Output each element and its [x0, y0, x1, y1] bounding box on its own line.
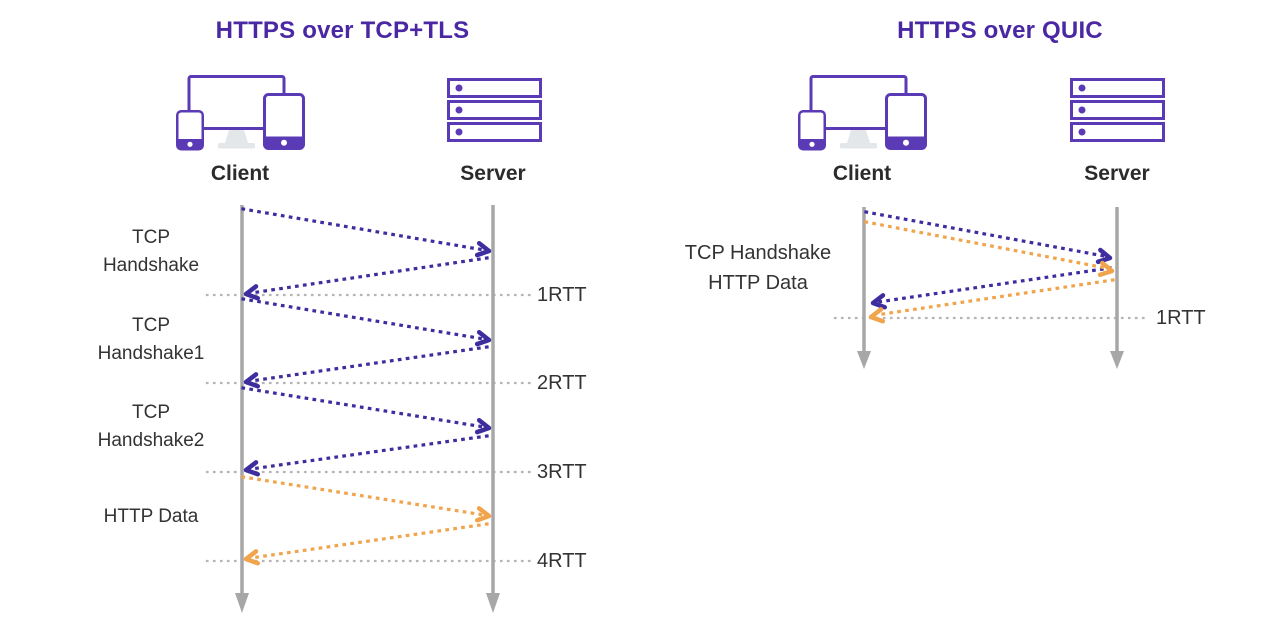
quic-data-arrowheads-right — [868, 260, 1115, 324]
server-icon-left — [447, 78, 542, 142]
quic-data-arrows-right — [864, 220, 1115, 317]
step-label-tcp-handshake: TCP Handshake — [102, 227, 200, 276]
rtt-label-1-right: 1RTT — [1156, 307, 1206, 329]
rtt-label-2-left: 2RTT — [537, 372, 587, 394]
diagram-title-left: HTTPS over TCP+TLS — [215, 17, 470, 44]
server-icon-right — [1070, 78, 1165, 142]
step-label-tcp-handshake1: TCP Handshake1 — [97, 315, 205, 364]
tcp-handshake-arrowheads-left — [243, 240, 492, 477]
server-label-left: Server — [460, 162, 526, 185]
client-label-right: Client — [832, 162, 892, 185]
step-label-quic: TCP Handshake HTTP Data — [684, 242, 832, 294]
rtt-label-4-left: 4RTT — [537, 550, 587, 572]
http-data-arrows-left — [241, 475, 489, 560]
client-label-left: Client — [210, 162, 270, 185]
step-label-tcp-handshake2: TCP Handshake2 — [97, 402, 205, 451]
quic-handshake-arrowheads-right — [870, 247, 1113, 310]
rtt-guide-lines — [205, 293, 1150, 563]
timeline-arrowheads — [235, 351, 1124, 613]
diagram-title-right: HTTPS over QUIC — [897, 17, 1103, 44]
client-icon-right — [797, 75, 927, 151]
http-data-arrowheads-left — [243, 506, 492, 566]
tcp-handshake-arrows-left — [241, 207, 489, 471]
rtt-label-3-left: 3RTT — [537, 461, 587, 483]
quic-handshake-arrows-right — [864, 210, 1112, 304]
rtt-label-1-left: 1RTT — [537, 284, 587, 306]
client-icon-left — [175, 75, 305, 151]
server-label-right: Server — [1084, 162, 1150, 185]
step-label-http-data: HTTP Data — [103, 506, 199, 527]
timelines — [240, 205, 1119, 594]
